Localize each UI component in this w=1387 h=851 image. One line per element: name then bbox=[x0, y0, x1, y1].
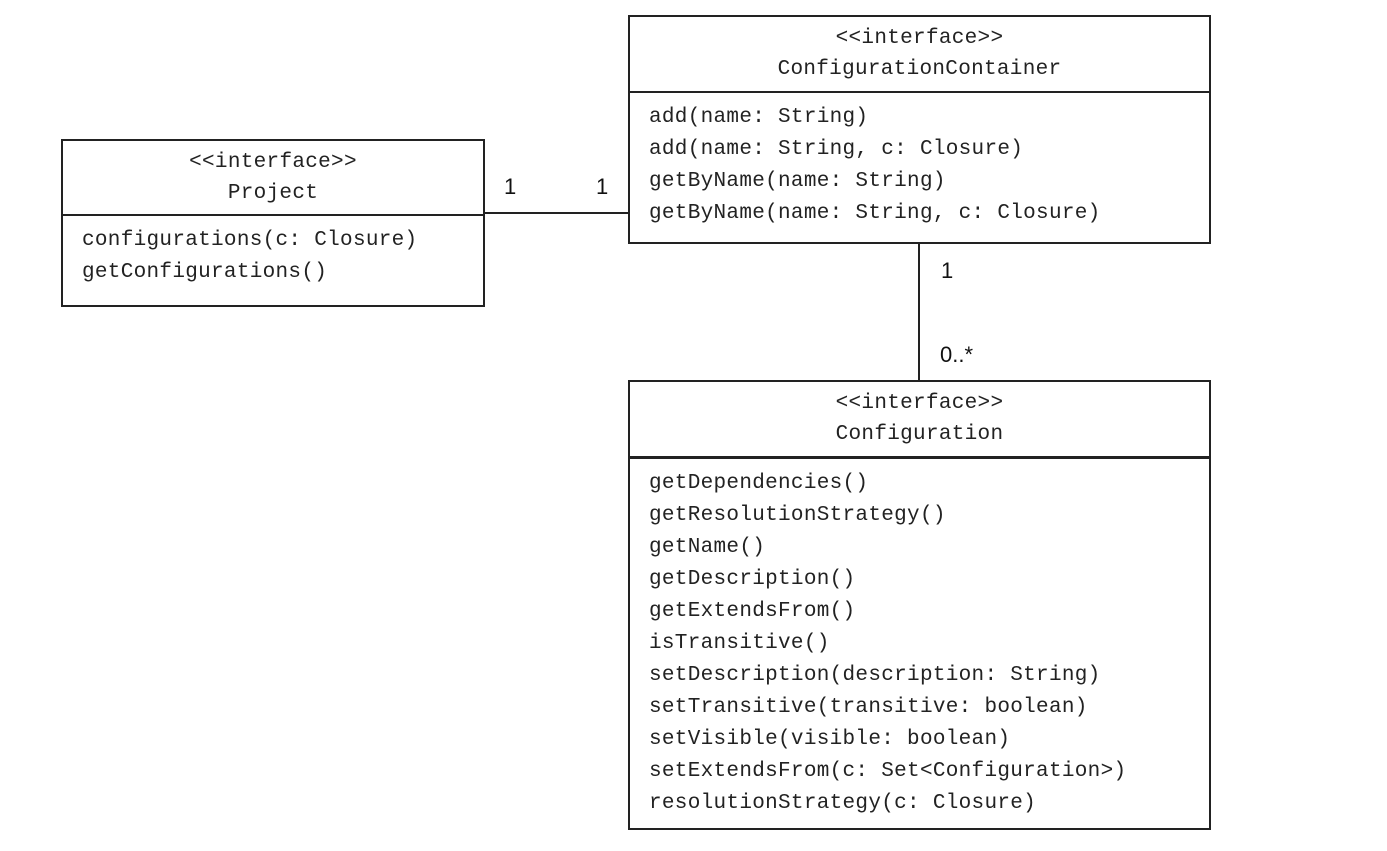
configuration-method: getName() bbox=[649, 536, 766, 559]
project-interface-box: <<interface>> Project configurations(c: … bbox=[61, 139, 485, 307]
configuration-method: isTransitive() bbox=[649, 632, 830, 655]
configuration-container-interface-box: <<interface>> ConfigurationContainer add… bbox=[628, 15, 1211, 244]
configuration-method: setVisible(visible: boolean) bbox=[649, 728, 1011, 751]
project-method: getConfigurations() bbox=[82, 261, 328, 284]
configuration-method: resolutionStrategy(c: Closure) bbox=[649, 792, 1037, 815]
project-methods: configurations(c: Closure) getConfigurat… bbox=[63, 216, 483, 289]
configuration-container-methods: add(name: String) add(name: String, c: C… bbox=[630, 93, 1209, 230]
project-stereotype: <<interface>> bbox=[189, 151, 357, 174]
configuration-method: setTransitive(transitive: boolean) bbox=[649, 696, 1088, 719]
configuration-container-method: add(name: String, c: Closure) bbox=[649, 138, 1024, 161]
configuration-container-method: add(name: String) bbox=[649, 106, 869, 129]
configuration-container-class-name: ConfigurationContainer bbox=[777, 58, 1062, 81]
configuration-container-stereotype: <<interface>> bbox=[835, 27, 1004, 50]
configuration-method: getDependencies() bbox=[649, 472, 869, 495]
configuration-interface-box: <<interface>> Configuration getDependenc… bbox=[628, 380, 1211, 830]
configuration-class-name: Configuration bbox=[835, 423, 1004, 446]
multiplicity-project-end: 1 bbox=[504, 174, 517, 199]
configuration-stereotype: <<interface>> bbox=[835, 392, 1004, 415]
configuration-header: <<interface>> Configuration bbox=[630, 382, 1209, 459]
configuration-container-method: getByName(name: String, c: Closure) bbox=[649, 202, 1101, 225]
configuration-method: getDescription() bbox=[649, 568, 856, 591]
multiplicity-container-end-left: 1 bbox=[596, 174, 609, 199]
configuration-method: setExtendsFrom(c: Set<Configuration>) bbox=[649, 760, 1127, 783]
multiplicity-configuration-end: 0..* bbox=[940, 342, 974, 367]
project-method: configurations(c: Closure) bbox=[82, 229, 418, 252]
configuration-container-header: <<interface>> ConfigurationContainer bbox=[630, 17, 1209, 93]
configuration-methods: getDependencies() getResolutionStrategy(… bbox=[630, 459, 1209, 820]
project-header: <<interface>> Project bbox=[63, 141, 483, 216]
configuration-method: getResolutionStrategy() bbox=[649, 504, 946, 527]
association-line-project-container bbox=[485, 212, 628, 214]
configuration-method: setDescription(description: String) bbox=[649, 664, 1101, 687]
configuration-container-method: getByName(name: String) bbox=[649, 170, 946, 193]
project-class-name: Project bbox=[227, 182, 319, 205]
multiplicity-container-end-bottom: 1 bbox=[941, 258, 954, 283]
configuration-method: getExtendsFrom() bbox=[649, 600, 856, 623]
association-line-container-configuration bbox=[918, 244, 920, 380]
